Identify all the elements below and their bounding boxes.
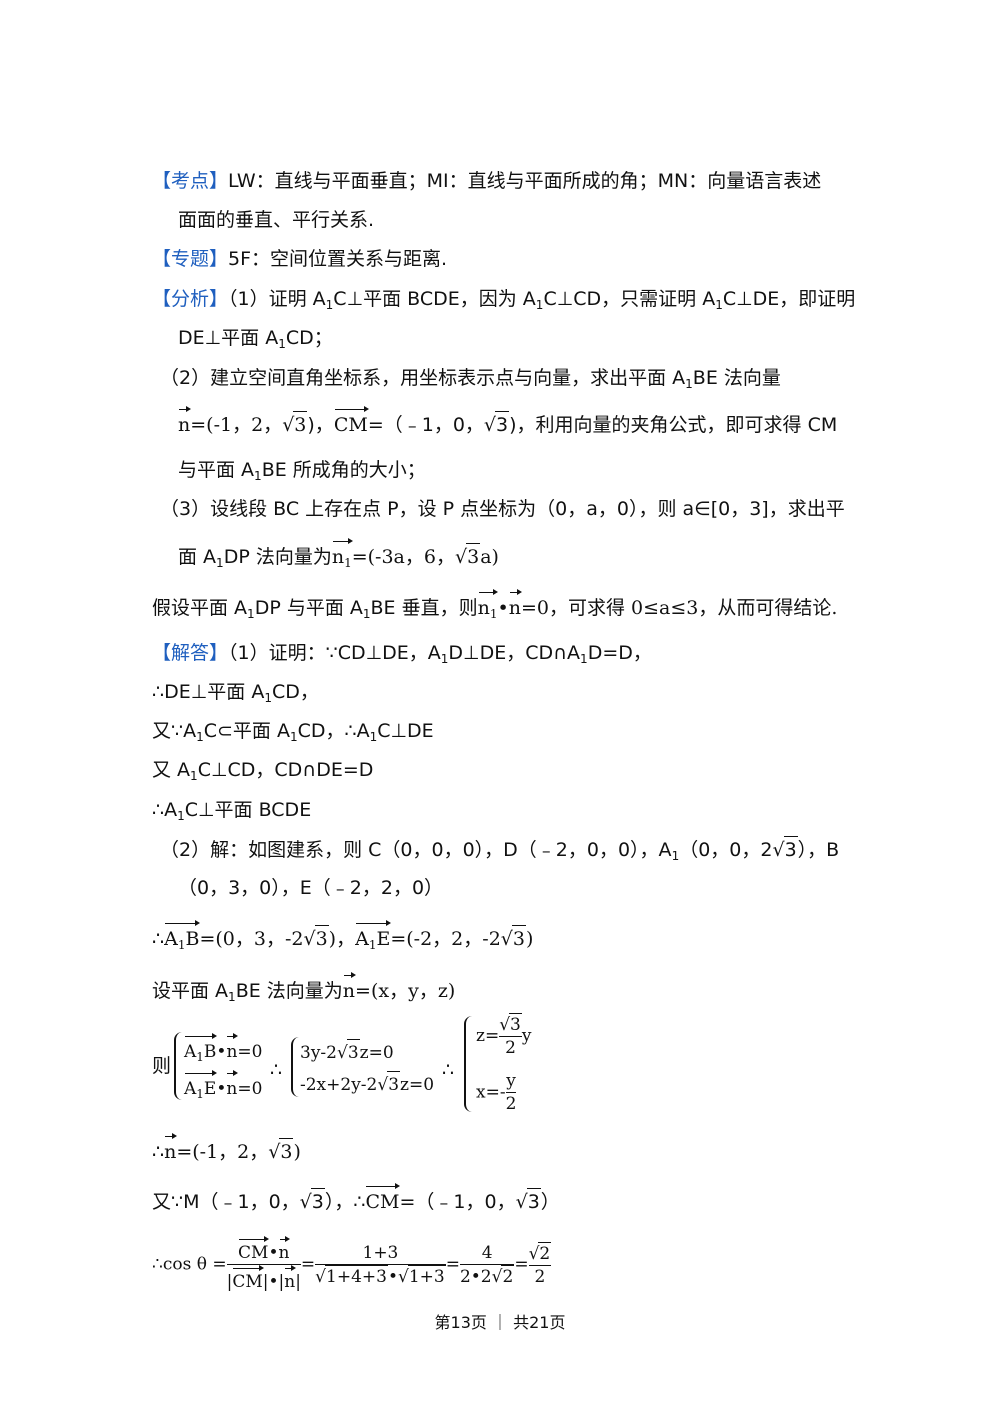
jieda-line-8: ∴A1B=(0，3，-2√3)，A1E=(-2，2，-2√3) <box>152 920 533 958</box>
jieda-line-6: （2）解：如图建系，则 C（0，0，0），D（﹣2，0，0），A1（0，0，2√… <box>160 836 839 869</box>
therefore-1: ∴ <box>270 1059 283 1081</box>
jieda-tag: 【解答】 <box>152 642 229 664</box>
system2-row-1: 3y-2√3z=0 <box>300 1039 394 1066</box>
left-brace-1 <box>174 1032 182 1100</box>
kaodian-cont: 面面的垂直、平行关系. <box>178 209 375 231</box>
kaodian-line: 【考点】LW：直线与平面垂直；MI：直线与平面所成的角；MN：向量语言表述 <box>152 170 822 192</box>
fenxi-line-4: n=(-1，2，√3)，CM=（﹣1，0，√3)，利用向量的夹角公式，即可求得 … <box>178 406 837 438</box>
fenxi-line-5: 与平面 A1BE 所成角的大小； <box>178 459 426 483</box>
system-row-1: A1B•n=0 <box>184 1033 262 1070</box>
jieda-line-2: ∴DE⊥平面 A1CD， <box>152 681 319 705</box>
left-brace-3 <box>464 1016 473 1112</box>
fenxi-line-7: 面 A1DP 法向量为n1=(-3a，6，√3a) <box>178 538 499 576</box>
jieda-line-5: ∴A1C⊥平面 BCDE <box>152 799 312 823</box>
jieda-line-1: 【解答】（1）证明：∵CD⊥DE，A1D⊥DE，CD∩A1D=D， <box>152 642 652 666</box>
jieda-line-9: 设平面 A1BE 法向量为n=(x，y，z) <box>152 972 455 1010</box>
therefore-2: ∴ <box>442 1059 455 1081</box>
system2-row-2: -2x+2y-2√3z=0 <box>300 1071 434 1098</box>
fenxi-line-6: （3）设线段 BC 上存在点 P，设 P 点坐标为（0，a，0），则 a∈[0，… <box>160 498 845 520</box>
zhuanti-tag: 【专题】 <box>152 248 229 270</box>
jieda-line-7: （0，3，0），E（﹣2，2，0） <box>178 877 444 899</box>
jieda-line-10: ∴n=(-1，2，√3) <box>152 1133 301 1165</box>
kaodian-tag: 【考点】 <box>152 170 229 192</box>
jieda-line-11: 又∵M（﹣1，0，√3），∴CM=（﹣1，0，√3） <box>152 1183 560 1215</box>
system-row-2: A1E•n=0 <box>184 1070 262 1107</box>
jieda-line-3: 又∵A1C⊂平面 A1CD，∴A1C⊥DE <box>152 720 434 744</box>
fenxi-tag: 【分析】 <box>152 288 229 310</box>
page-footer: 第13页 ｜ 共21页 <box>434 1313 566 1332</box>
system-ze: 则 <box>152 1055 172 1077</box>
fenxi-line-3: （2）建立空间直角坐标系，用坐标表示点与向量，求出平面 A1BE 法向量 <box>160 367 781 391</box>
jieda-line-4: 又 A1C⊥CD，CD∩DE=D <box>152 759 374 783</box>
fenxi-line-1: 【分析】（1）证明 A1C⊥平面 BCDE，因为 A1C⊥CD，只需证明 A1C… <box>152 288 856 312</box>
left-brace-2 <box>291 1037 299 1097</box>
fenxi-line-2: DE⊥平面 A1CD； <box>178 327 333 351</box>
zhuanti-line: 【专题】5F：空间位置关系与距离. <box>152 248 448 270</box>
fenxi-line-8: 假设平面 A1DP 与平面 A1BE 垂直，则n1•n=0，可求得 0≤a≤3，… <box>152 589 837 627</box>
